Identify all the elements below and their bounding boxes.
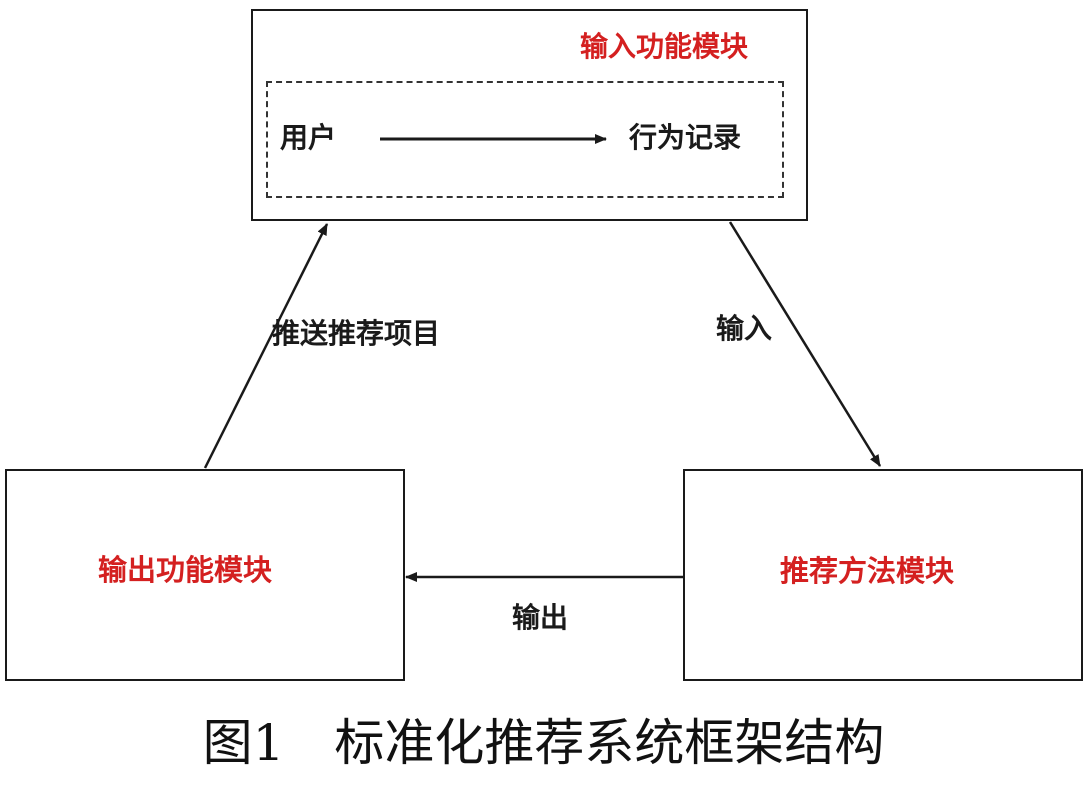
recommend-module-box bbox=[683, 469, 1083, 681]
input-module-box bbox=[251, 9, 808, 221]
arrow-input-to-recommend bbox=[728, 221, 882, 467]
arrow-output-to-input bbox=[203, 223, 329, 469]
figure-caption: 图1 标准化推荐系统框架结构 bbox=[202, 714, 885, 772]
behavior-record-label: 行为记录 bbox=[629, 121, 742, 154]
user-label: 用户 bbox=[280, 121, 337, 154]
input-module-title: 输入功能模块 bbox=[580, 30, 749, 63]
user-behavior-dashed-group bbox=[266, 81, 784, 198]
output-module-box bbox=[5, 469, 405, 681]
input-edge-label: 输入 bbox=[716, 312, 773, 345]
output-edge-label: 输出 bbox=[512, 601, 569, 634]
output-module-title: 输出功能模块 bbox=[98, 553, 273, 587]
push-items-edge-label: 推送推荐项目 bbox=[272, 317, 441, 350]
recommend-module-title: 推荐方法模块 bbox=[780, 554, 955, 588]
